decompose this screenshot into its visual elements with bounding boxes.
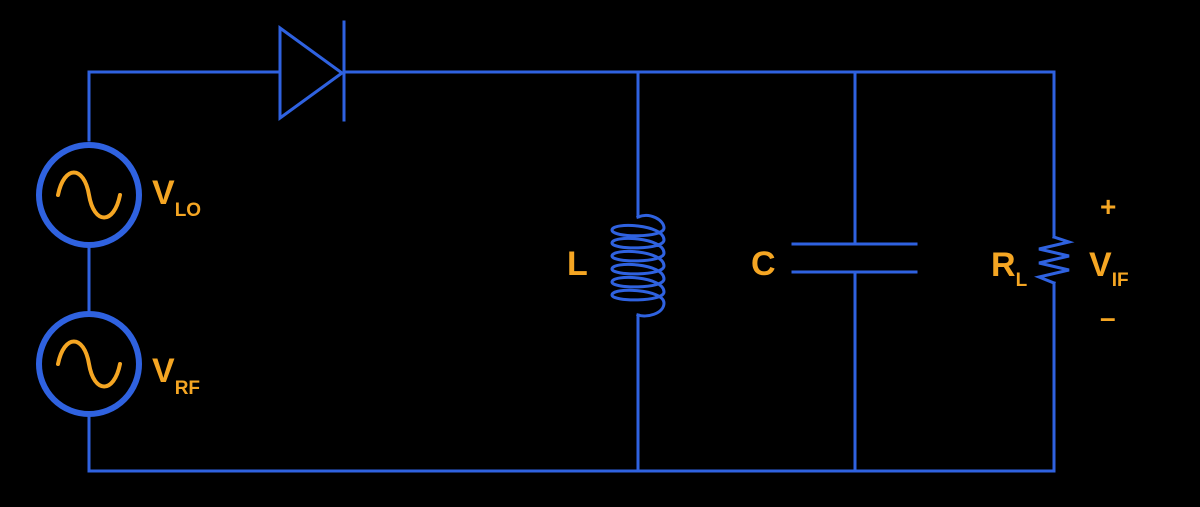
label-minus: – [1100, 302, 1116, 333]
wires [87, 70, 1056, 473]
label-load-sub: L [1016, 270, 1028, 291]
source-rf-circle [36, 311, 142, 417]
resistor-zigzag [1034, 235, 1075, 285]
label-vif-sub: IF [1112, 270, 1129, 291]
inductor-icon [610, 213, 666, 318]
label-vrf: VRF [152, 352, 200, 399]
label-load-resistor: RL [991, 246, 1028, 291]
label-plus: + [1100, 191, 1116, 222]
label-vlo: VLO [152, 174, 201, 221]
wire-top-right [342, 70, 1056, 239]
wire-bottom [87, 281, 1056, 473]
label-load-main: R [991, 246, 1016, 284]
labels: VLO VRF L C RL VIF + – [152, 174, 1129, 399]
label-capacitor: C [751, 245, 776, 283]
diode-icon [278, 20, 346, 122]
diode-triangle [278, 25, 345, 121]
capacitor-icon [791, 242, 918, 274]
label-vlo-main: V [152, 174, 175, 212]
label-vlo-sub: LO [175, 200, 201, 221]
label-vrf-sub: RF [175, 378, 200, 399]
label-inductor: L [567, 245, 588, 283]
source-lo-circle [36, 142, 142, 248]
inductor-coil [610, 213, 666, 318]
label-vif-main: V [1089, 246, 1112, 284]
ac-source-lo-icon [36, 142, 142, 248]
label-vif: VIF [1089, 246, 1129, 291]
source-lo-sine [56, 170, 122, 220]
resistor-icon [1034, 235, 1075, 285]
label-vrf-main: V [152, 352, 175, 390]
wire-top-left [87, 70, 282, 142]
source-rf-sine [56, 339, 122, 389]
ac-source-rf-icon [36, 311, 142, 417]
